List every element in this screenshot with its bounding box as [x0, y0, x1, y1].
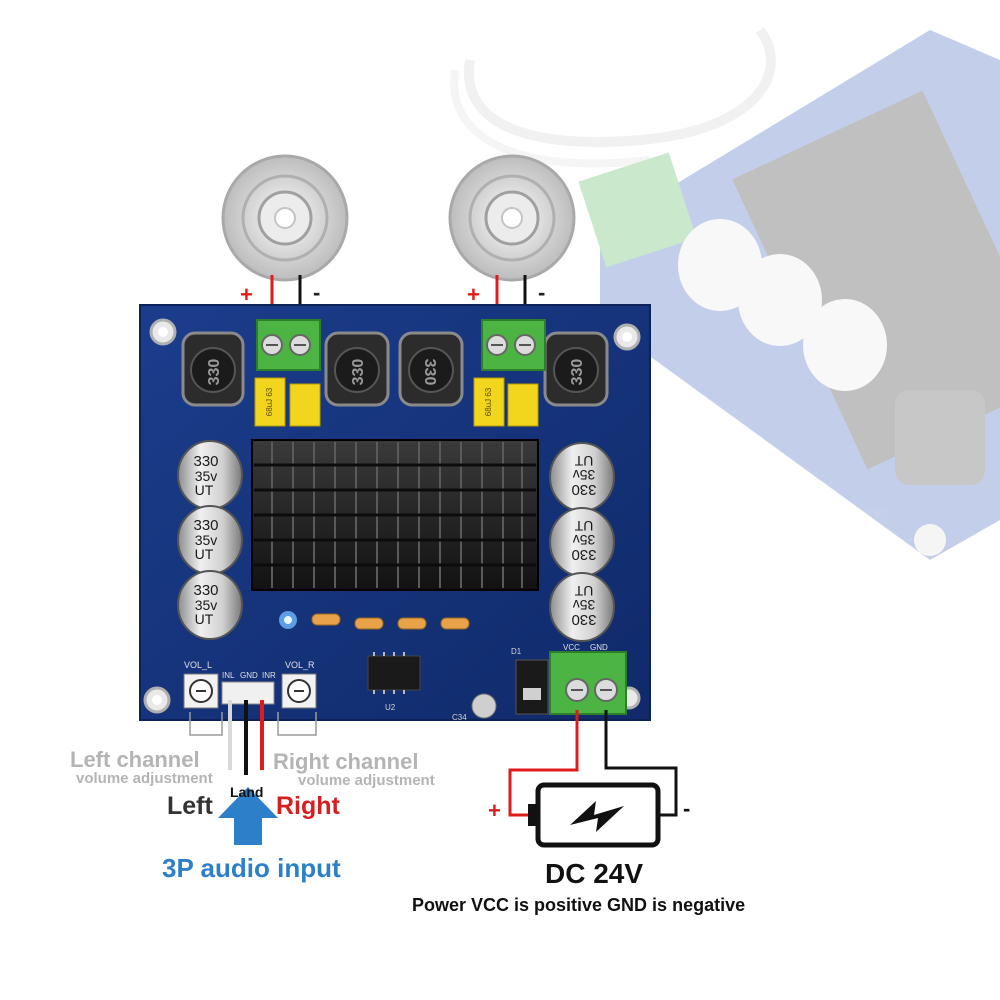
audio-input-arrow — [218, 787, 278, 845]
cap-value: 330 — [571, 546, 596, 563]
inductor: 330 — [181, 331, 245, 407]
vol-r-label: VOL_R — [285, 660, 315, 670]
speaker-left-plus: + — [240, 282, 253, 307]
cap-voltage: 35v — [573, 597, 596, 613]
power-wires — [508, 710, 678, 817]
left-volume-label: volume adjustment — [76, 770, 213, 787]
speaker-left — [221, 154, 349, 282]
cap-voltage: 35v — [573, 532, 596, 548]
small-capacitor: C34 — [452, 693, 497, 722]
cap-value: 330 — [571, 611, 596, 628]
film-cap-label: 68uJ 63 — [265, 387, 274, 416]
cap-brand: UT — [195, 482, 214, 498]
inr-label: INR — [262, 671, 276, 680]
film-cap-label: 68uJ 63 — [484, 387, 493, 416]
electrolytic-caps-right: 330 35v UT 330 35v UT 330 35v UT — [549, 442, 615, 642]
land-label: Land — [230, 784, 264, 800]
right-volume-label: volume adjustment — [298, 772, 435, 789]
dc-voltage-label: DC 24V — [545, 858, 644, 889]
speaker-terminal-left — [256, 319, 321, 371]
cap-brand: UT — [195, 611, 214, 627]
speaker-right — [448, 154, 576, 282]
cap-value: 330 — [193, 517, 218, 534]
cap-brand: UT — [574, 583, 593, 599]
electrolytic-cap: 330 35v UT — [177, 505, 243, 575]
inductor-value: 330 — [206, 359, 223, 386]
left-channel-label: Left channel — [70, 747, 200, 772]
heatsink — [251, 439, 539, 591]
electrolytic-cap: 330 35v UT — [177, 570, 243, 640]
electrolytic-caps-left: 330 35v UT 330 35v UT 330 35v UT — [177, 440, 243, 640]
electrolytic-cap: 330 35v UT — [177, 440, 243, 510]
cap-brand: UT — [574, 453, 593, 469]
speaker-left-minus: - — [313, 280, 320, 305]
battery-icon — [528, 782, 661, 848]
volume-pot-left: VOL_L — [183, 660, 219, 709]
smd-resistors — [311, 613, 470, 630]
diode-ref: D1 — [511, 647, 522, 656]
cap-voltage: 35v — [573, 467, 596, 483]
electrolytic-cap: 330 35v UT — [549, 442, 615, 512]
pgnd-label: GND — [590, 643, 608, 652]
speaker-right-plus: + — [467, 282, 480, 307]
inductor: 330 — [398, 331, 464, 407]
inductor-value: 330 — [421, 359, 438, 386]
cap-brand: UT — [574, 518, 593, 534]
status-led — [279, 611, 297, 629]
right-channel-label: Right channel — [273, 749, 419, 774]
inductor-value: 330 — [350, 359, 367, 386]
audio-input-label: 3P audio input — [162, 853, 341, 883]
audio-input-connector: INL GND INR — [221, 671, 276, 705]
electrolytic-cap: 330 35v UT — [549, 507, 615, 577]
film-capacitors: 68uJ 63 68uJ 63 — [254, 377, 539, 427]
inl-label: INL — [222, 671, 235, 680]
battery-minus-label: - — [683, 796, 691, 821]
cap-voltage: 35v — [195, 597, 218, 613]
cap-value: 330 — [193, 582, 218, 599]
cap-value: 330 — [571, 481, 596, 498]
left-input-label: Left — [167, 792, 213, 820]
inductors: 330 330 330 330 — [181, 331, 609, 407]
op-amp-chip: U2 — [367, 652, 421, 712]
cap-value: 330 — [193, 453, 218, 470]
volume-pot-right: VOL_R — [281, 660, 317, 709]
background-board-photo — [450, 27, 1000, 560]
inductor: 330 — [543, 331, 609, 407]
power-note-label: Power VCC is positive GND is negative — [412, 895, 746, 915]
cap-voltage: 35v — [195, 532, 218, 548]
cap-ref: C34 — [452, 713, 467, 722]
speaker-terminal-right — [481, 319, 546, 371]
gnd-label: GND — [240, 671, 258, 680]
power-terminal: VCC GND — [549, 643, 627, 715]
vcc-label: VCC — [563, 643, 580, 652]
cap-brand: UT — [195, 546, 214, 562]
inductor: 330 — [324, 331, 390, 407]
battery-plus-label: + — [488, 798, 501, 823]
diode: D1 — [511, 647, 549, 715]
input-wires — [228, 700, 264, 775]
cap-voltage: 35v — [195, 468, 218, 484]
inductor-value: 330 — [569, 359, 586, 386]
vol-l-label: VOL_L — [184, 660, 212, 670]
electrolytic-cap: 330 35v UT — [549, 572, 615, 642]
right-input-label: Right — [276, 792, 340, 820]
speaker-right-minus: - — [538, 280, 545, 305]
pot-callouts — [189, 712, 317, 736]
chip-ref: U2 — [385, 703, 396, 712]
